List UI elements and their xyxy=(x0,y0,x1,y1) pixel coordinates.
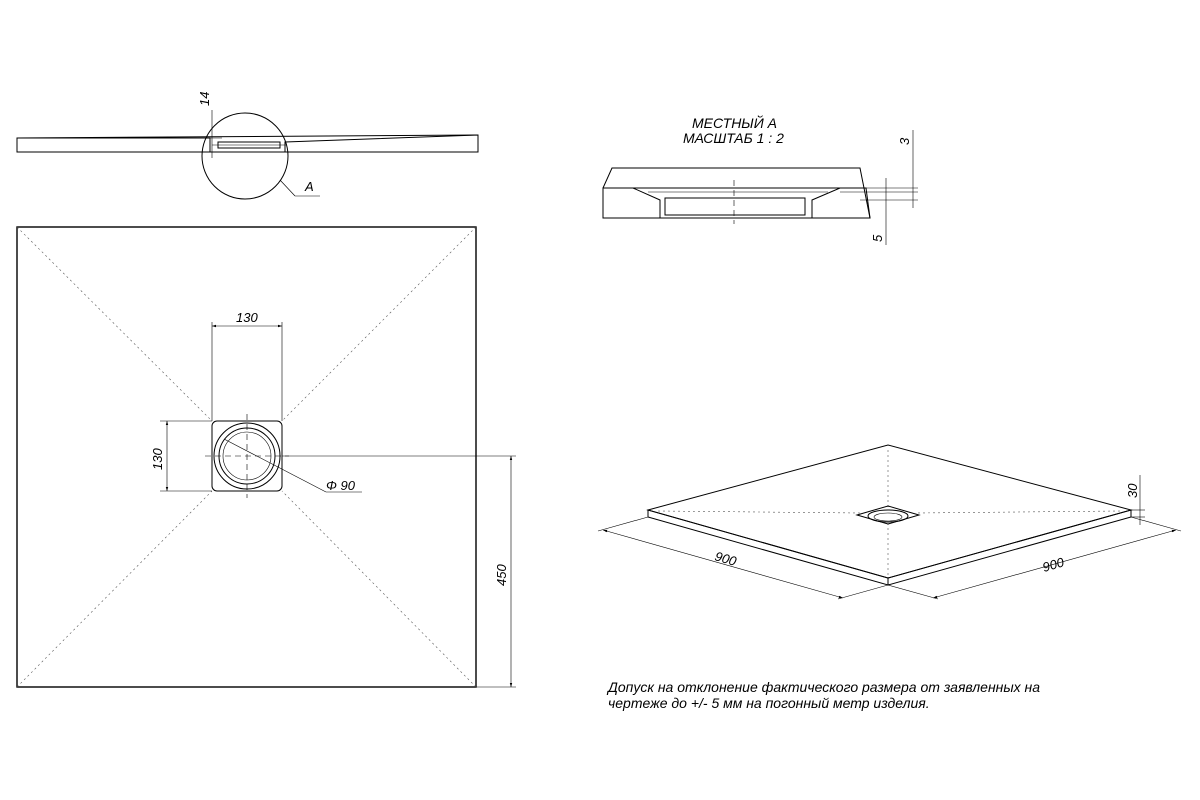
tolerance-note-line2: чертеже до +/- 5 мм на погонный метр изд… xyxy=(608,695,930,711)
iso-left-length-label: 900 xyxy=(713,548,739,569)
section-thickness-label: 14 xyxy=(197,92,212,106)
section-right-part xyxy=(284,134,479,153)
detail-right-hatch xyxy=(811,187,871,219)
drain-height-label: 130 xyxy=(150,448,165,470)
iso-height-label: 30 xyxy=(1125,483,1140,498)
detail-view: МЕСТНЫЙ А МАСШТАБ 1 : 2 3 5 xyxy=(602,114,918,245)
section-view: 14 A xyxy=(16,92,479,200)
drain-diameter-label: Φ 90 xyxy=(326,478,356,493)
detail-dim-top-label: 3 xyxy=(897,137,912,145)
detail-dim-bottom-label: 5 xyxy=(870,234,885,242)
tolerance-note: Допуск на отклонение фактического размер… xyxy=(608,679,1108,711)
iso-right-length-label: 900 xyxy=(1041,554,1067,575)
drain-width-label: 130 xyxy=(236,310,258,325)
half-size-label: 450 xyxy=(494,564,509,586)
detail-title-line2: МАСШТАБ 1 : 2 xyxy=(683,130,784,146)
iso-view: 900 900 30 xyxy=(597,444,1182,600)
section-left-part xyxy=(16,137,211,153)
tray-outline xyxy=(16,226,477,688)
detail-title-line1: МЕСТНЫЙ А xyxy=(692,114,777,131)
tolerance-note-line1: Допуск на отклонение фактического размер… xyxy=(608,679,1041,695)
detail-left-hatch xyxy=(602,187,661,219)
callout-label: A xyxy=(304,179,314,194)
callout-circle xyxy=(201,112,289,200)
plan-view: 130 130 Φ 90 450 xyxy=(16,226,516,688)
